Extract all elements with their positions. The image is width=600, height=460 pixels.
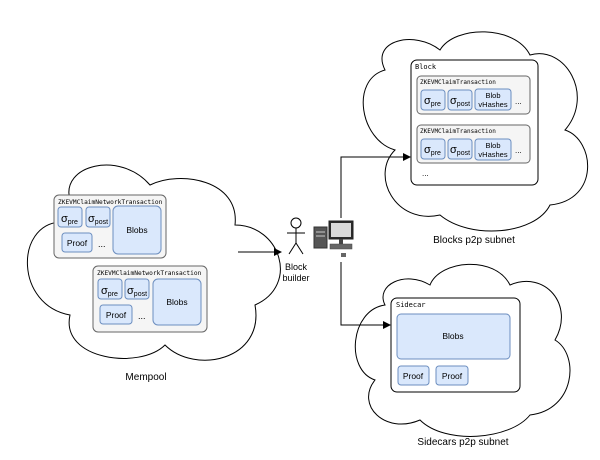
block-title: Block [415, 63, 437, 71]
mempool-label: Mempool [125, 372, 166, 383]
builder-to-block-arrow [340, 153, 411, 218]
pre-subscript: pre [431, 101, 441, 108]
block-tx1-sigma-post [447, 89, 473, 111]
mempool-tx1-sigma-pre [57, 206, 83, 228]
block-tx2-blob-label: Blob [485, 141, 500, 150]
sigma-glyph: σ [127, 285, 134, 297]
svg-text:σpre: σpre [424, 95, 441, 108]
sigma-glyph: σ [450, 95, 457, 107]
sidecar-proof-2 [435, 365, 469, 386]
svg-text:σpre: σpre [101, 285, 118, 298]
mempool-tx1-blobs [112, 205, 162, 255]
svg-text:σpre: σpre [61, 213, 78, 226]
block-builder-label-line1: Block [285, 262, 308, 272]
sidecar-blobs-label: Blobs [442, 331, 463, 341]
block-tx1-vhashes-label: vHashes [478, 100, 507, 109]
mempool-tx2-ellipsis: ... [138, 311, 146, 321]
svg-text:σpost: σpost [127, 285, 147, 298]
block-tx1-title: ZKEVMClaimTransaction [420, 79, 496, 86]
block-tx2-blob-vhashes [474, 138, 512, 161]
mempool-tx2-proof [99, 304, 133, 325]
pre-subscript: pre [108, 291, 118, 298]
svg-text:σpost: σpost [450, 144, 470, 157]
post-subscript: post [134, 291, 147, 298]
block-tx2-sigma-post [447, 138, 473, 160]
sigma-glyph: σ [424, 95, 431, 107]
mempool-tx2-sigma-post [124, 278, 150, 300]
block-tx2-title: ZKEVMClaimTransaction [420, 128, 496, 135]
mempool-tx2-blobs-label: Blobs [166, 297, 187, 307]
block-builder-label-line2: builder [282, 273, 309, 283]
mempool-tx1-title: ZKEVMClaimNetworkTransaction [58, 199, 163, 206]
post-subscript: post [457, 101, 470, 108]
user-icon [287, 217, 305, 255]
sidecar-proof-1-label: Proof [403, 371, 424, 381]
post-subscript: post [95, 219, 108, 226]
block-tx2-ellipsis: ... [515, 146, 522, 155]
pre-subscript: pre [68, 219, 78, 226]
mempool-tx2-title: ZKEVMClaimNetworkTransaction [97, 270, 202, 277]
mempool-tx1-blobs-label: Blobs [126, 225, 147, 235]
svg-text:σpost: σpost [88, 213, 108, 226]
sigma-glyph: σ [450, 144, 457, 156]
mempool-tx1-proof-label: Proof [67, 238, 88, 248]
block-tx2-sigma-pre [420, 138, 446, 160]
builder-to-sidecar-arrow [340, 262, 391, 329]
sigma-glyph: σ [88, 213, 95, 225]
sidecar-proof-1 [397, 365, 430, 386]
sigma-glyph: σ [424, 144, 431, 156]
svg-text:σpre: σpre [424, 144, 441, 157]
mempool-tx2-blobs [152, 278, 202, 326]
sidecar-proof-2-label: Proof [442, 371, 463, 381]
mempool-tx2-proof-label: Proof [106, 310, 127, 320]
sidecars-subnet-label: Sidecars p2p subnet [417, 437, 508, 448]
mempool-tx1-sigma-post [85, 206, 111, 228]
block-tx1-sigma-pre [420, 89, 446, 111]
block-tx2-vhashes-label: vHashes [478, 150, 507, 159]
sigma-glyph: σ [101, 285, 108, 297]
mempool-tx1-ellipsis: ... [98, 239, 106, 249]
post-subscript: post [457, 150, 470, 157]
sidecar-blobs [396, 313, 511, 360]
mempool-tx1-proof [61, 232, 93, 253]
block-more-ellipsis: ... [422, 169, 429, 178]
block-tx1-ellipsis: ... [515, 97, 522, 106]
pre-subscript: pre [431, 150, 441, 157]
computer-icon [313, 220, 354, 257]
block-tx1-blob-label: Blob [485, 91, 500, 100]
svg-text:σpost: σpost [450, 95, 470, 108]
mempool-tx2-sigma-pre [97, 278, 123, 300]
sidecar-title: Sidecar [396, 301, 426, 309]
sigma-glyph: σ [61, 213, 68, 225]
blocks-subnet-label: Blocks p2p subnet [433, 235, 515, 246]
block-tx1-blob-vhashes [474, 88, 512, 111]
